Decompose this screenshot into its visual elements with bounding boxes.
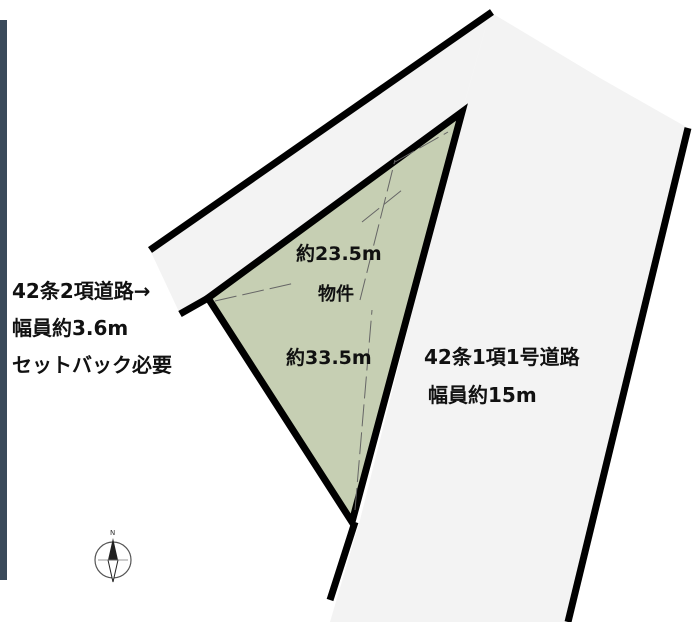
narrow-road-lower-edge xyxy=(178,293,212,318)
label-road-42-2-setback: セットバック必要 xyxy=(12,353,172,377)
label-side-top: 約23.5m xyxy=(296,242,382,265)
compass-north-label: N xyxy=(110,529,115,537)
label-road-42-1-width: 幅員約15m xyxy=(428,383,537,407)
label-side-right: 約33.5m xyxy=(286,346,372,369)
main-road-near-edge xyxy=(326,520,359,602)
main-road-area xyxy=(330,12,688,622)
main-road-far-edge xyxy=(564,127,692,622)
label-road-42-1: 42条1項1号道路 xyxy=(424,345,581,369)
narrow-road-upper-edge xyxy=(148,9,494,253)
property-parcel xyxy=(203,103,468,531)
dimension-guides xyxy=(214,131,449,511)
left-photo-strip xyxy=(0,20,7,580)
label-road-42-2: 42条2項道路→ xyxy=(12,279,151,303)
narrow-road-area xyxy=(150,12,490,314)
label-property: 物件 xyxy=(318,283,354,305)
label-road-42-2-width: 幅員約3.6m xyxy=(12,316,128,340)
compass-icon: N xyxy=(94,529,132,583)
